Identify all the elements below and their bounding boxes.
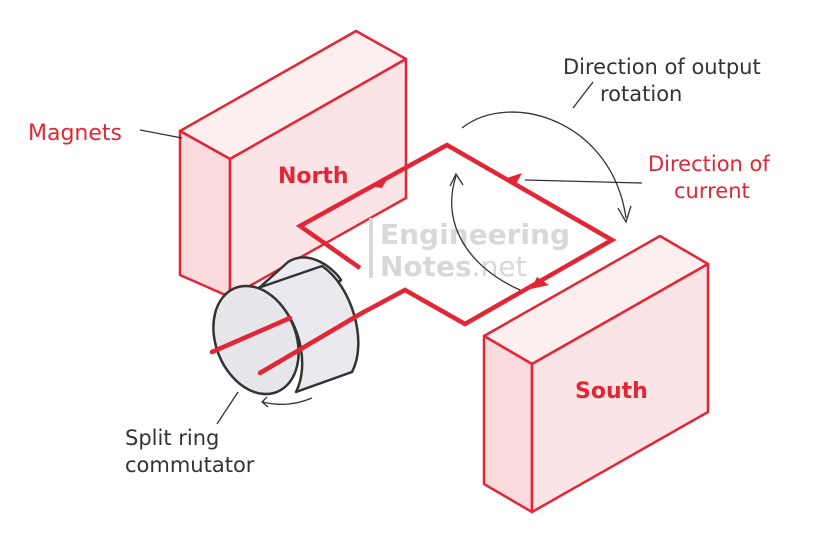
south-magnet <box>482 234 710 514</box>
commutator-label-line1: Split ring <box>125 426 219 450</box>
rotation-arrow-inner-head <box>449 172 464 187</box>
magnets-label: Magnets <box>28 121 122 146</box>
magnets-leader <box>139 129 183 139</box>
south-label: South <box>575 379 648 404</box>
commutator-label-line2: commutator <box>125 453 255 477</box>
rotation-arrow-outer-head <box>617 205 632 224</box>
current-arrow-top <box>504 173 522 186</box>
rotation-label-line2: rotation <box>600 82 682 106</box>
watermark-line1: Engineering <box>380 218 570 251</box>
rotation-arrow-outer <box>461 111 627 219</box>
split-ring-commutator <box>212 256 360 408</box>
axle-lower <box>257 310 365 376</box>
north-magnet <box>178 29 408 299</box>
wire-loop <box>295 142 617 327</box>
watermark: Engineering Notes.net <box>369 218 570 283</box>
north-label: North <box>278 164 349 189</box>
current-label-line2: current <box>674 179 750 203</box>
watermark-net: .net <box>472 250 527 283</box>
commutator-end-face <box>212 284 300 396</box>
commutator-leader <box>216 391 239 425</box>
watermark-bar <box>369 218 373 278</box>
watermark-notes: Notes <box>380 250 472 283</box>
rotation-label-line1: Direction of output <box>563 55 761 79</box>
current-arrow-bottom <box>531 277 549 289</box>
current-label-line1: Direction of <box>648 152 770 176</box>
commutator-rotation-arrow <box>261 397 313 405</box>
current-leader <box>524 179 643 184</box>
rotation-leader <box>572 81 594 109</box>
commutator-rotation-arrowhead <box>261 396 269 408</box>
axle-upper <box>209 315 293 355</box>
current-arrow-left <box>370 176 389 188</box>
rotation-arrow-inner <box>451 175 521 291</box>
watermark-line2: Notes.net <box>380 250 527 283</box>
